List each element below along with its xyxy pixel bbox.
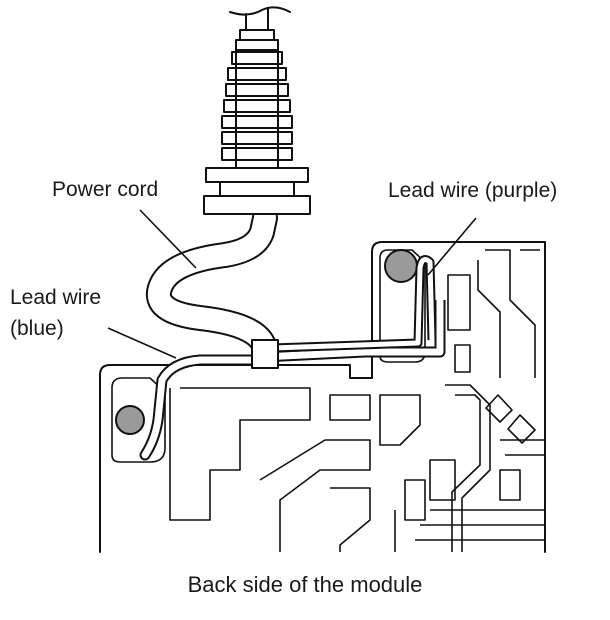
screw-right [384, 249, 418, 283]
label-lead-wire-blue-line2: (blue) [10, 317, 64, 340]
power-cord-cable [145, 205, 279, 369]
leader-lead-wire-blue [107, 327, 177, 359]
lead-wire-blue [139, 354, 268, 461]
lead-wire-purple [261, 255, 446, 363]
leader-lead-wire-purple [427, 217, 477, 276]
figure-caption: Back side of the module [188, 572, 423, 597]
label-power-cord: Power cord [52, 178, 158, 201]
screws [115, 249, 418, 435]
strain-relief-boot [203, 6, 311, 215]
leader-power-cord [139, 209, 197, 269]
label-lead-wire-purple: Lead wire (purple) [388, 179, 557, 202]
screw-left [115, 405, 145, 435]
label-lead-wire-blue-line1: Lead wire [10, 286, 101, 309]
circuit-board [99, 241, 546, 553]
